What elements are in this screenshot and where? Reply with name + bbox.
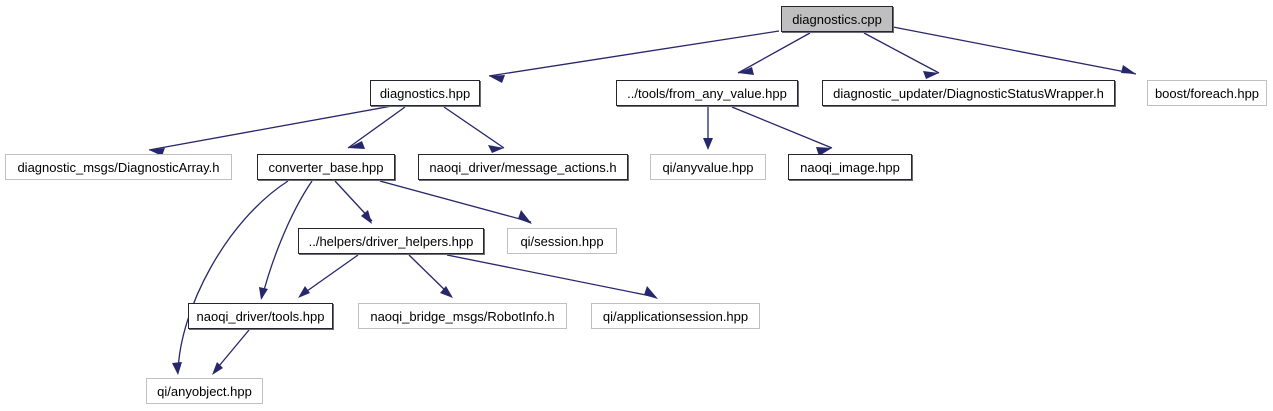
graph-edge-arrowhead-icon (348, 141, 365, 149)
graph-edge-arrowhead-icon (816, 147, 832, 156)
graph-edge (488, 30, 780, 77)
graph-edge-arrowhead-icon (644, 286, 658, 299)
graph-node-label: naoqi_image.hpp (800, 159, 900, 175)
graph-node-label: ../helpers/driver_helpers.hpp (308, 233, 474, 249)
graph-node-converter-base-hpp[interactable]: converter_base.hpp (257, 154, 395, 180)
graph-edge-arrowhead-icon (172, 362, 182, 375)
graph-edge-arrowhead-icon (440, 286, 453, 298)
graph-edge-arrowhead-icon (738, 67, 754, 75)
graph-edge-arrowhead-icon (703, 138, 713, 150)
graph-edge (892, 26, 1137, 75)
graph-node-label: diagnostics.cpp (792, 11, 882, 27)
graph-edge-arrowhead-icon (923, 71, 939, 79)
graph-node-robot-info-h[interactable]: naoqi_bridge_msgs/RobotInfo.h (358, 303, 567, 329)
graph-edge-arrowhead-icon (488, 145, 504, 153)
graph-edge (299, 254, 359, 297)
graph-node-naoqi-driver-tools-hpp[interactable]: naoqi_driver/tools.hpp (188, 303, 333, 329)
graph-edge-arrowhead-icon (361, 210, 372, 224)
graph-node-diagnostics-cpp[interactable]: diagnostics.cpp (781, 6, 893, 32)
graph-edge-arrowhead-icon (259, 287, 268, 300)
graph-node-label: qi/anyvalue.hpp (662, 159, 754, 175)
graph-edge (731, 106, 833, 149)
graph-node-naoqi-image-hpp[interactable]: naoqi_image.hpp (788, 154, 912, 180)
graph-edge (347, 106, 406, 149)
graph-edge-arrowhead-icon (212, 362, 223, 375)
graph-node-label: qi/anyobject.hpp (157, 383, 252, 399)
graph-node-diag-status-wrapper-h[interactable]: diagnostic_updater/DiagnosticStatusWrapp… (822, 80, 1115, 106)
graph-node-label: boost/foreach.hpp (1154, 85, 1260, 101)
graph-node-label: ../tools/from_any_value.hpp (627, 85, 787, 101)
graph-node-label: diagnostic_msgs/DiagnosticArray.h (17, 159, 220, 175)
graph-node-label: diagnostic_updater/DiagnosticStatusWrapp… (833, 85, 1104, 101)
graph-node-label: naoqi_driver/tools.hpp (196, 308, 325, 324)
graph-node-from-any-value-hpp[interactable]: ../tools/from_any_value.hpp (616, 80, 798, 106)
graph-node-label: naoqi_bridge_msgs/RobotInfo.h (370, 308, 555, 324)
graph-node-qi-session-hpp[interactable]: qi/session.hpp (507, 228, 617, 254)
graph-node-label: converter_base.hpp (268, 159, 384, 175)
graph-node-boost-foreach-hpp[interactable]: boost/foreach.hpp (1147, 80, 1267, 106)
graph-node-message-actions-h[interactable]: naoqi_driver/message_actions.h (418, 154, 628, 180)
graph-edge (446, 254, 657, 298)
graph-node-diagnostic-array-h[interactable]: diagnostic_msgs/DiagnosticArray.h (5, 154, 232, 180)
graph-edge (148, 105, 393, 151)
graph-edge (863, 32, 940, 74)
graph-edge (177, 180, 289, 373)
graph-node-label: qi/applicationsession.hpp (602, 308, 749, 324)
graph-node-qi-anyobject-hpp[interactable]: qi/anyobject.hpp (146, 378, 263, 404)
graph-node-diagnostics-hpp[interactable]: diagnostics.hpp (370, 80, 480, 106)
graph-node-qi-anyvalue-hpp[interactable]: qi/anyvalue.hpp (650, 154, 766, 180)
graph-node-label: naoqi_driver/message_actions.h (429, 159, 617, 175)
graph-edge (261, 180, 313, 299)
graph-node-qi-appsession-hpp[interactable]: qi/applicationsession.hpp (591, 303, 760, 329)
graph-node-label: diagnostics.hpp (379, 85, 471, 101)
graph-edge-arrowhead-icon (489, 75, 505, 83)
graph-edge (737, 32, 811, 74)
graph-edge-arrowhead-icon (298, 286, 310, 298)
graph-edge-arrowhead-icon (518, 210, 532, 224)
graph-edge (379, 180, 532, 223)
graph-edge-arrowhead-icon (1121, 65, 1136, 74)
graph-node-driver-helpers-hpp[interactable]: ../helpers/driver_helpers.hpp (298, 228, 484, 254)
graph-node-label: qi/session.hpp (520, 233, 604, 249)
graph-edge (443, 106, 505, 149)
